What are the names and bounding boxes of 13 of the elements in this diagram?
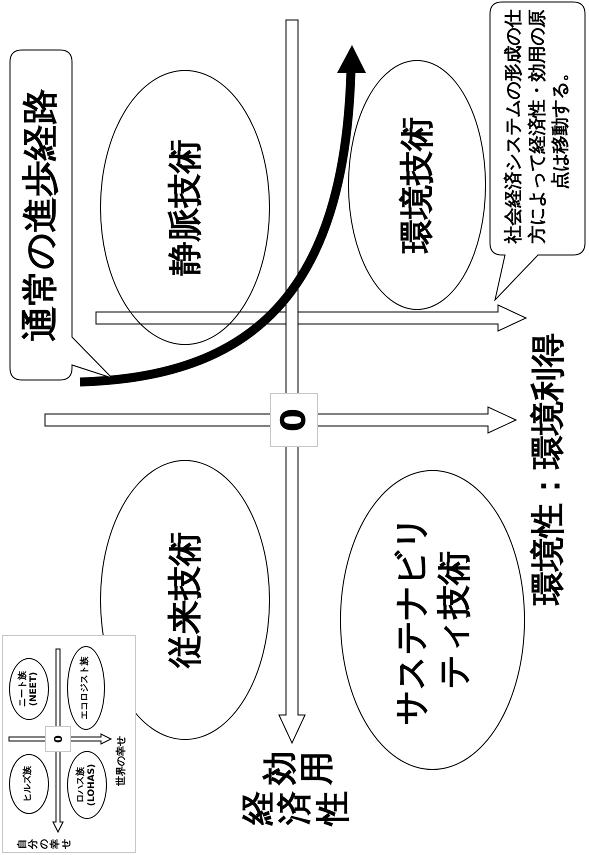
ellipse-label: 静脈技術 [100,70,270,345]
axis-label: 効用 [262,751,337,785]
ellipse-label: ヒルズ族 [9,754,49,814]
axis-label: 自分の幸せ [17,839,72,849]
ellipse-label: ニート族 (NEET) [9,658,49,720]
ellipse-label: 環境技術 [348,60,486,310]
origin-box: 0 [270,393,318,447]
ellipse-label: サステナビリティ技術 [340,470,525,770]
axis-label: 経済性 [240,791,352,825]
ellipse-label: ロハス族 (LOHAS) [67,751,107,819]
axis-label: 環境性：環境利得 [530,333,568,605]
origin-box: 0 [45,726,71,752]
inset-panel [2,635,136,853]
